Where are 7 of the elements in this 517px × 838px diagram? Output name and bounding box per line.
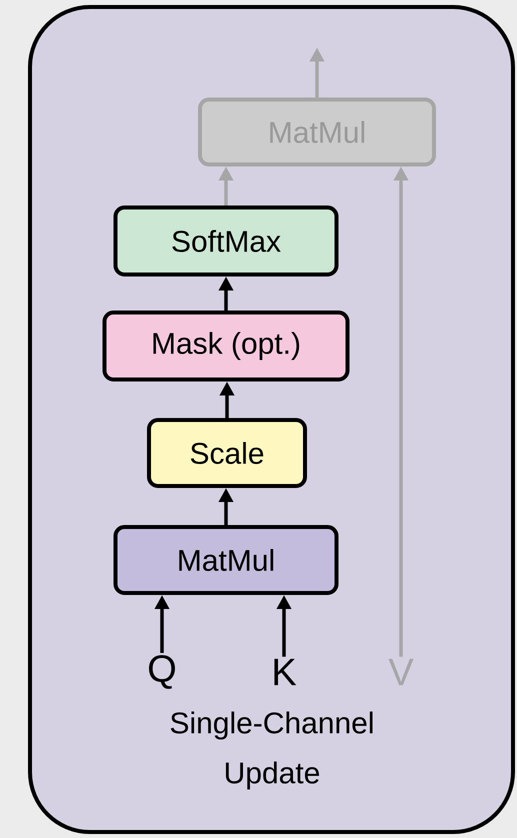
input-label: K [274, 658, 296, 686]
process-box: SoftMax [114, 206, 338, 276]
input-label: V [388, 658, 414, 686]
input-label: Q [149, 655, 175, 689]
process-box: Mask (opt.) [102, 310, 350, 382]
process-box: MatMul [114, 525, 338, 595]
process-box: Scale [147, 418, 307, 488]
